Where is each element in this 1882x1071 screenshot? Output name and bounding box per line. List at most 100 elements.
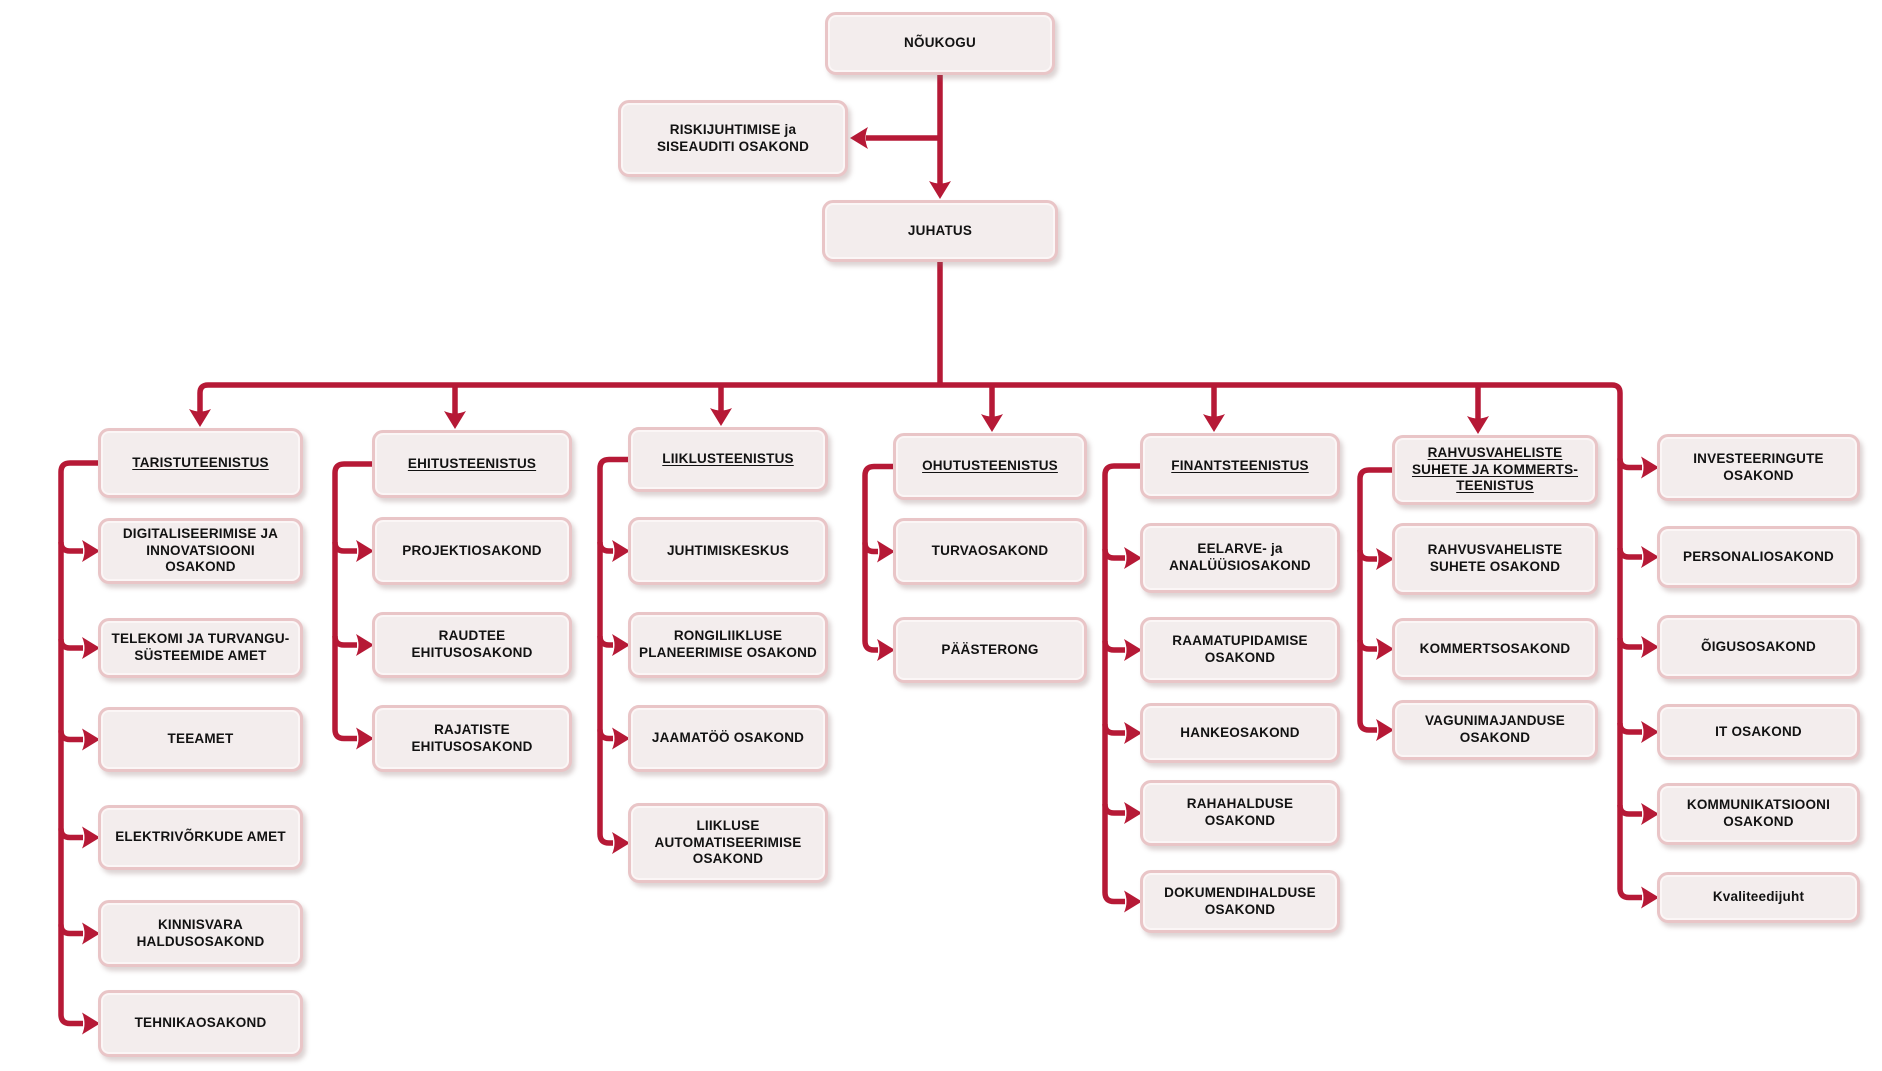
org-node-tehnikaosakond: TEHNIKAOSAKOND [98,990,303,1057]
org-node-juhtimiskeskus: JUHTIMISKESKUS [628,517,828,585]
org-node-rajatiste-ehitusosakond: RAJATISTE EHITUSOSAKOND [372,705,572,772]
right-arrowhead-icon [356,634,374,656]
connector-path [332,635,357,648]
down-arrowhead-icon [189,409,211,427]
org-node-rahahalduse-osakond: RAHAHALDUSE OSAKOND [1140,780,1340,846]
right-arrowhead-icon [1124,722,1142,744]
right-arrowhead-icon [1641,803,1659,825]
down-arrowhead-icon [981,414,1003,432]
right-arrowhead-icon [612,634,630,656]
org-node-jaamatoo-osakond: JAAMATÖÖ OSAKOND [628,705,828,772]
right-arrowhead-icon [1124,802,1142,824]
connector-path [862,542,878,555]
down-arrowhead-icon [444,411,466,429]
right-arrowhead-icon [1376,548,1394,570]
right-arrowhead-icon [82,826,100,849]
connector-path [1102,548,1125,561]
connector-path [1617,722,1642,735]
connector-path [1617,804,1642,817]
right-arrowhead-icon [356,727,374,750]
right-arrowhead-icon [82,728,100,751]
org-node-liiklusteenistus: LIIKLUSTEENISTUS [628,427,828,492]
left-arrowhead-icon [850,127,868,149]
right-arrowhead-icon [612,540,630,562]
connector-path [597,635,613,648]
org-node-elektrivorkude-amet: ELEKTRIVÕRKUDE AMET [98,805,303,870]
org-node-taristuteenistus: TARISTUTEENISTUS [98,428,303,498]
right-arrowhead-icon [877,540,895,563]
connector-path [1102,640,1125,653]
org-node-dokumendihalduse-osakond: DOKUMENDIHALDUSE OSAKOND [1140,870,1340,933]
connector-path [58,638,83,651]
down-arrowhead-icon [929,181,951,199]
org-node-kommertsosakond: KOMMERTSOSAKOND [1392,618,1598,680]
org-node-personaliosakond: PERSONALIOSAKOND [1657,526,1860,588]
down-arrowhead-icon [1203,414,1225,432]
connector-path [58,828,83,841]
right-arrowhead-icon [82,637,100,659]
org-node-it-osakond: IT OSAKOND [1657,704,1860,760]
connector-path [197,382,1642,901]
connector-path [1357,467,1392,733]
right-arrowhead-icon [356,540,374,562]
org-node-rahvusvaheliste-suhete-osakond: RAHVUSVAHELISTE SUHETE OSAKOND [1392,523,1598,595]
right-arrowhead-icon [1124,639,1142,661]
right-arrowhead-icon [1124,547,1142,569]
org-node-riskijuhtimise-ja-siseauditi-osakond: RISKIJUHTIMISE ja SISEAUDITI OSAKOND [618,100,848,177]
org-node-raudtee-ehitusosakond: RAUDTEE EHITUSOSAKOND [372,612,572,678]
org-node-telekomi-ja-turvangu-susteemide-amet: TELEKOMI JA TURVANGU- SÜSTEEMIDE AMET [98,618,303,678]
org-node-eelarve-ja-analuusiosakond: EELARVE- ja ANALÜÜSIOSAKOND [1140,523,1340,593]
connector-path [1102,803,1125,816]
right-arrowhead-icon [82,922,100,945]
connector-path [597,541,613,554]
org-node-rongiliikluse-planeerimise-osakond: RONGILIIKLUSE PLANEERIMISE OSAKOND [628,612,828,678]
connector-path [1617,458,1642,471]
right-arrowhead-icon [1641,456,1659,479]
connector-path [597,456,628,846]
org-node-vagunimajanduse-osakond: VAGUNIMAJANDUSE OSAKOND [1392,700,1598,760]
org-node-oigusosakond: ÕIGUSOSAKOND [1657,615,1860,679]
connector-path [58,730,83,743]
org-node-raamatupidamise-osakond: RAAMATUPIDAMISE OSAKOND [1140,617,1340,683]
right-arrowhead-icon [1376,638,1394,660]
connector-path [1357,549,1377,562]
right-arrowhead-icon [1376,719,1394,741]
right-arrowhead-icon [82,1012,100,1035]
down-arrowhead-icon [1467,416,1489,434]
connector-path [332,461,372,742]
org-node-liikluse-automatiseerimise-osakond: LIIKLUSE AUTOMATISEERIMISE OSAKOND [628,803,828,883]
org-node-rahvusvaheliste-suhete-ja-kommerts-teenistus: RAHVUSVAHELISTE SUHETE JA KOMMERTS- TEEN… [1392,435,1598,505]
org-node-kinnisvara-haldusosakond: KINNISVARA HALDUSOSAKOND [98,900,303,967]
connector-path [1102,723,1125,736]
org-node-turvaosakond: TURVAOSAKOND [893,518,1087,585]
org-node-finantsteenistus: FINANTSTEENISTUS [1140,433,1340,499]
connector-path [1102,463,1140,905]
connector-path [58,460,98,1027]
connector-path [1617,637,1642,650]
connector-path [332,541,357,554]
connector-path [1357,639,1377,652]
connector-path [1617,547,1642,560]
org-node-paasterong: PÄÄSTERONG [893,617,1087,683]
right-arrowhead-icon [877,639,895,661]
org-node-kvaliteedijuht: Kvaliteedijuht [1657,872,1860,923]
org-node-digitaliseerimise-ja-innovatsiooni-osakond: DIGITALISEERIMISE JA INNOVATSIOONI OSAKO… [98,518,303,584]
right-arrowhead-icon [1641,886,1659,909]
connector-path [597,729,613,742]
right-arrowhead-icon [612,832,630,854]
right-arrowhead-icon [1641,636,1659,658]
org-node-noukogu: NÕUKOGU [825,12,1055,75]
org-node-ohutusteenistus: OHUTUSTEENISTUS [893,433,1087,500]
right-arrowhead-icon [82,540,100,562]
right-arrowhead-icon [1641,721,1659,743]
org-node-kommunikatsiooni-osakond: KOMMUNIKATSIOONI OSAKOND [1657,783,1860,845]
right-arrowhead-icon [1641,546,1659,568]
org-node-investeeringute-osakond: INVESTEERINGUTE OSAKOND [1657,434,1860,501]
down-arrowhead-icon [710,408,732,426]
org-node-hankeosakond: HANKEOSAKOND [1140,703,1340,763]
org-node-projektiosakond: PROJEKTIOSAKOND [372,517,572,585]
org-node-teeamet: TEEAMET [98,707,303,772]
right-arrowhead-icon [612,727,630,750]
